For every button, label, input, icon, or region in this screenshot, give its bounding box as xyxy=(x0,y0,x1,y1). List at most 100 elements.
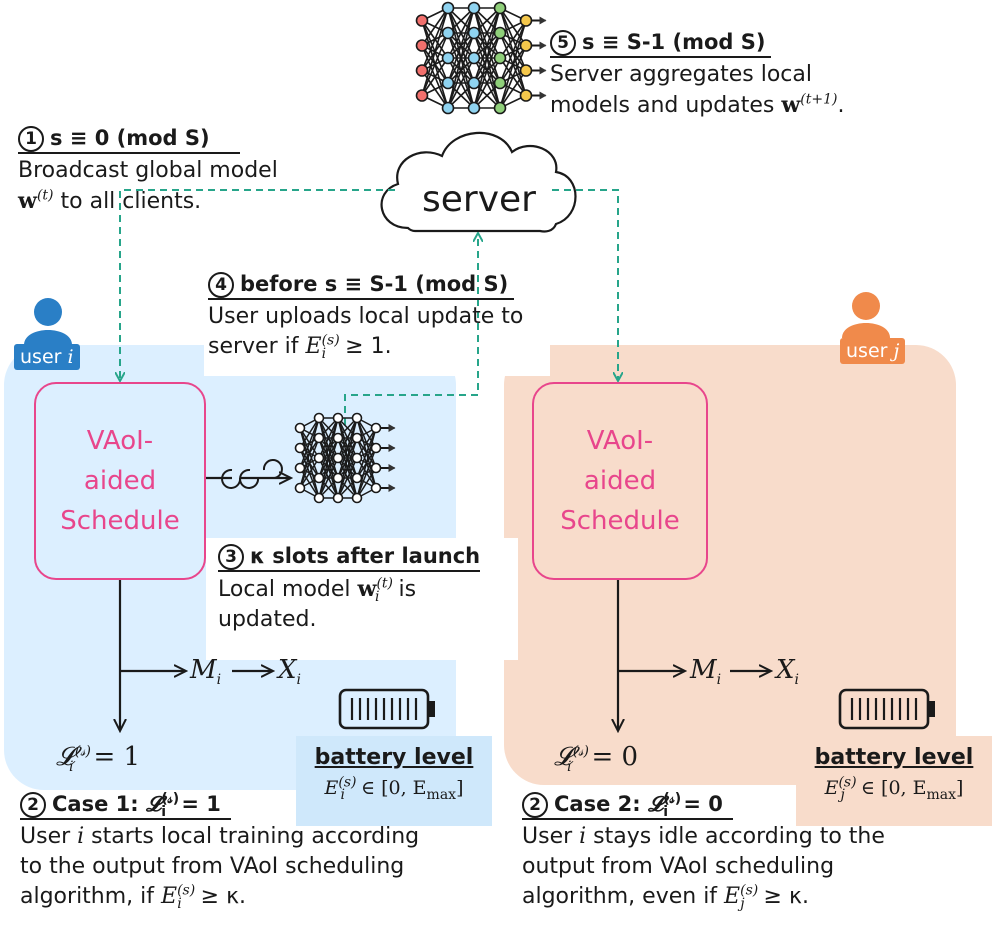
step1-w: w xyxy=(18,188,37,214)
step1-line-2: w(t) to all clients. xyxy=(18,186,278,217)
nn-node xyxy=(294,462,306,474)
server-label: server xyxy=(422,179,536,220)
battery-i-rest-sub: max xyxy=(426,786,457,803)
l-i-eq: = 1 xyxy=(93,742,141,772)
battery-j-sub: j xyxy=(840,786,845,803)
nn-node xyxy=(294,482,306,494)
l-i-value: 𝓛(𝓈)i= 1 xyxy=(56,742,141,776)
case1-header-sub: i xyxy=(161,804,167,821)
broadcast-arrow-j xyxy=(552,189,618,380)
local-neural-network-icon xyxy=(294,412,396,504)
nn-edge xyxy=(337,417,358,499)
nn-edge xyxy=(499,70,527,109)
nn-edge xyxy=(318,417,339,479)
user-j-badge-math: j xyxy=(893,340,900,362)
step4-line-1: User uploads local update to xyxy=(208,304,524,329)
case2-line-3-sup: (s) xyxy=(740,882,759,899)
nn-edge xyxy=(299,437,320,489)
case2-line-1: User i stays idle according to the xyxy=(522,822,885,852)
nn-edge xyxy=(499,20,527,59)
upload-arrow xyxy=(344,234,478,425)
nn-node xyxy=(441,51,455,65)
nn-node xyxy=(332,492,344,504)
step4-e-sub: i xyxy=(321,346,327,363)
case2-line-1-i: i xyxy=(579,824,587,849)
nn-node xyxy=(467,101,481,115)
case1-line-3-rest: ≥ κ. xyxy=(193,884,247,909)
nn-node xyxy=(332,432,344,444)
step4-line-2-text: server if xyxy=(208,334,306,359)
user-i-badge-text: user xyxy=(20,346,68,368)
nn-node xyxy=(294,442,306,454)
step5-line-2-text: models and updates xyxy=(550,93,782,118)
user-j-badge-text: user xyxy=(846,340,894,362)
step3-line-1-rest: is xyxy=(391,577,417,602)
case1-line-3-e: E xyxy=(161,884,178,909)
nn-edge xyxy=(299,457,320,489)
case1-line-2: to the output from VAoI scheduling xyxy=(20,854,405,879)
nn-edge xyxy=(337,437,358,499)
user-j-panel xyxy=(504,345,956,785)
nn-node xyxy=(467,51,481,65)
step5-w-sup: (t+1) xyxy=(800,91,838,108)
battery-j-rest-sub: max xyxy=(926,786,957,803)
step3-number: 3 xyxy=(218,544,244,570)
case2-line-2: output from VAoI scheduling xyxy=(522,854,835,879)
case2-header-sup: (𝓈) xyxy=(663,791,682,807)
nn-edge xyxy=(299,417,320,469)
server-cloud xyxy=(380,131,577,233)
nn-node xyxy=(351,492,363,504)
nn-node xyxy=(519,64,533,77)
nn-node xyxy=(351,412,363,424)
schedule-box-j: VAoI- aided Schedule xyxy=(532,382,708,580)
server-neural-network-icon xyxy=(415,1,547,115)
step4-number: 4 xyxy=(208,272,234,298)
nn-node xyxy=(370,462,382,474)
x-i-sub: i xyxy=(296,672,301,689)
step3-line-2: updated. xyxy=(218,607,317,632)
nn-edge xyxy=(447,7,475,84)
nn-edge xyxy=(318,457,339,499)
nn-edge xyxy=(318,437,339,499)
nn-edge xyxy=(447,57,475,109)
nn-edge xyxy=(318,417,339,459)
step4-line-2: server if E(s)i ≥ 1. xyxy=(208,332,523,362)
m-i-label: Mi xyxy=(190,655,222,689)
m-i-var: M xyxy=(190,655,217,685)
step1-number: 1 xyxy=(18,126,44,152)
l-j-sub: i xyxy=(566,759,572,776)
m-j-sub: i xyxy=(716,672,722,689)
nn-node xyxy=(493,101,507,115)
user-i-badge: user i xyxy=(14,344,80,370)
x-j-var: X xyxy=(776,655,795,685)
case1-number: 2 xyxy=(20,792,46,818)
m-i-sub: i xyxy=(216,672,222,689)
battery-j-e: E xyxy=(824,777,839,799)
case1-line-3: algorithm, if E(s)i ≥ κ. xyxy=(20,882,419,912)
nn-node xyxy=(351,452,363,464)
case1-line-1-text: User xyxy=(20,824,78,849)
nn-node xyxy=(415,39,429,52)
nn-node xyxy=(332,472,344,484)
battery-j-range: E(s)j ∈ [0, Emax] xyxy=(796,774,992,802)
schedule-j-line-1: VAoI- xyxy=(586,426,654,456)
step4-backdrop xyxy=(204,268,550,376)
l-j-value: 𝓛(𝓈)i= 0 xyxy=(554,742,638,776)
schedule-i-line-2: aided xyxy=(83,466,157,496)
step1-line-2-rest: to all clients. xyxy=(53,189,202,214)
step4-header-text: before s ≡ S-1 (mod S) xyxy=(240,272,509,296)
step5-header-text: s ≡ S-1 (mod S) xyxy=(582,30,766,54)
nn-edge xyxy=(299,417,320,449)
l-i-sub: i xyxy=(68,759,74,776)
nn-node xyxy=(370,482,382,494)
nn-edge xyxy=(356,427,377,499)
case1-line-1: User i starts local training according xyxy=(20,822,419,852)
case1-header-pre: Case 1: xyxy=(52,792,146,816)
battery-i-e: E xyxy=(324,777,339,799)
step1-line-1: Broadcast global model xyxy=(18,158,278,183)
case2-line-3-e: E xyxy=(724,884,741,909)
